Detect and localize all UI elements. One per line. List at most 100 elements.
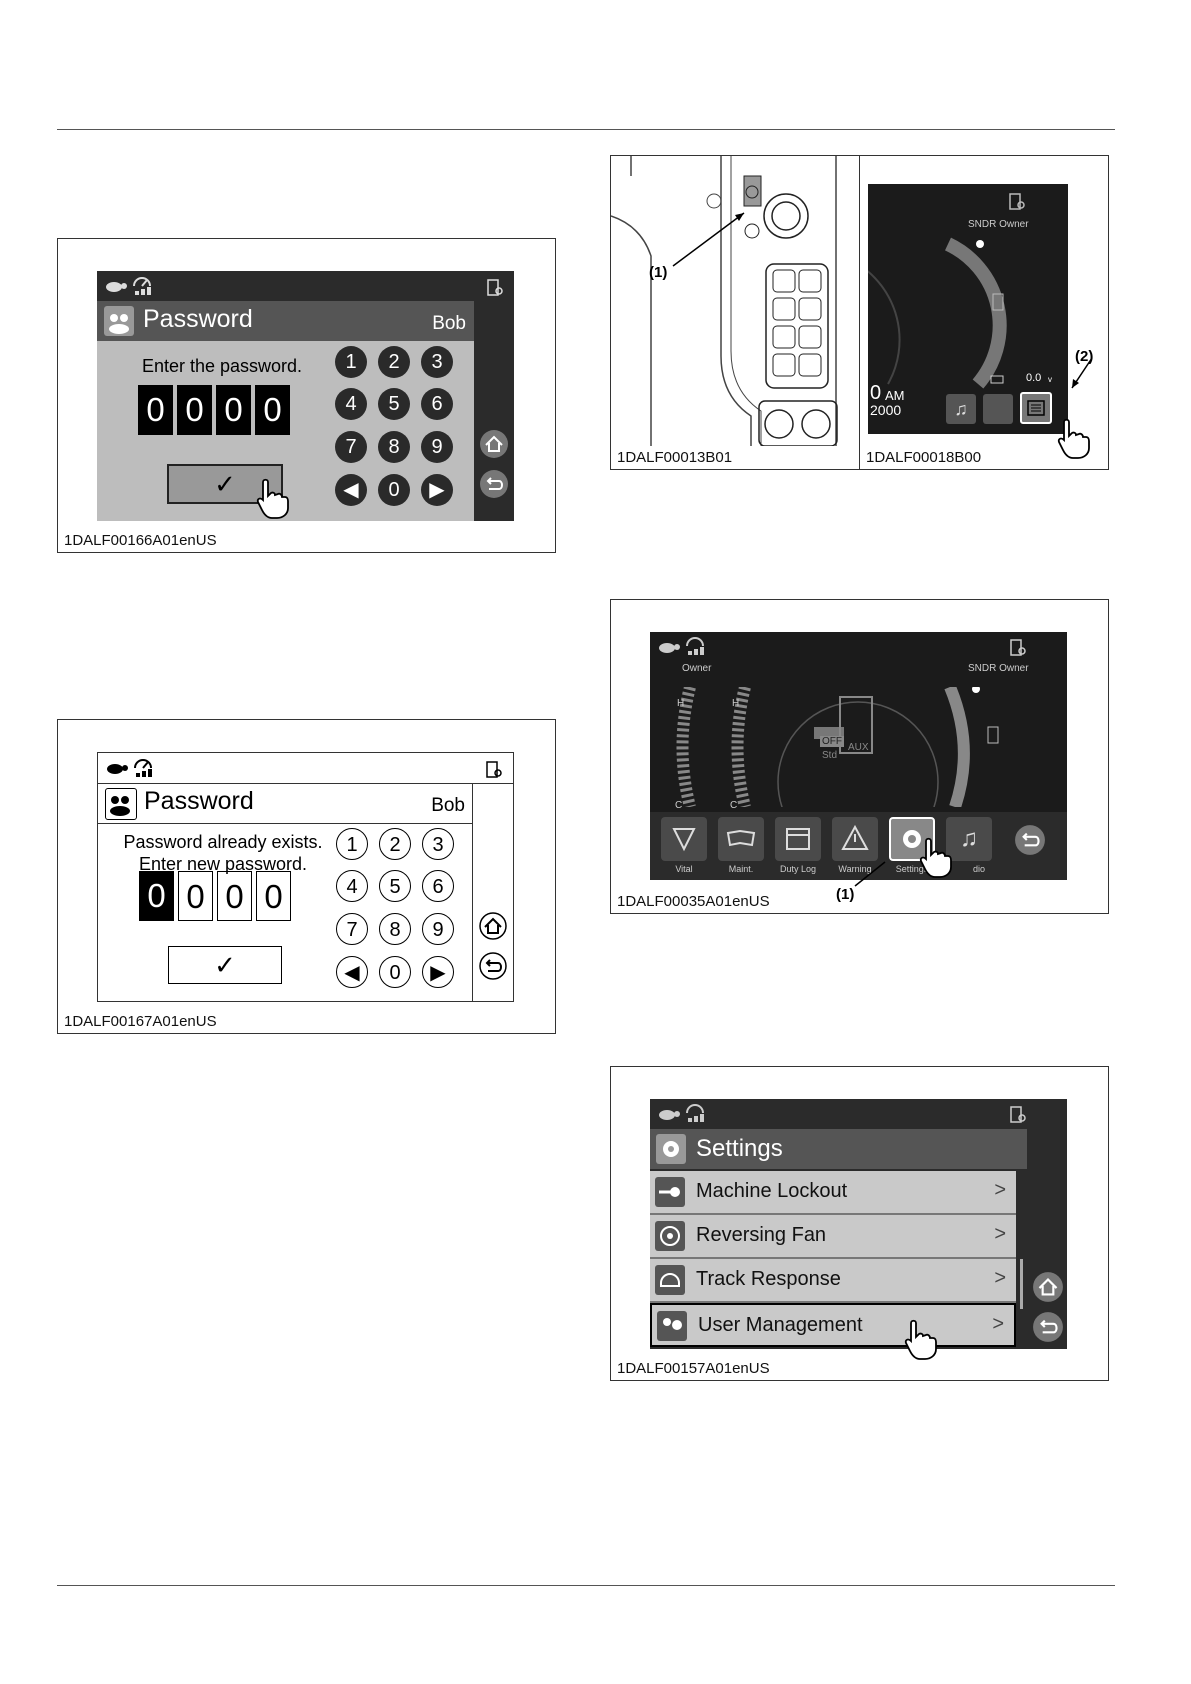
keypad-key-right[interactable]: ▶: [422, 956, 454, 988]
page-title: Settings: [696, 1135, 783, 1162]
back-icon[interactable]: [1014, 824, 1046, 856]
keypad-key-5[interactable]: 5: [379, 870, 411, 902]
music-icon: ♫: [954, 399, 968, 419]
pointing-hand-icon: [904, 1319, 937, 1360]
keypad-key-3[interactable]: 3: [421, 346, 453, 378]
callout-label: (2): [1075, 348, 1094, 365]
menu-item-label: Track Response: [696, 1268, 841, 1290]
keypad-key-4[interactable]: 4: [336, 870, 368, 902]
gauge-low-label: C: [675, 800, 683, 811]
password-digit[interactable]: 0: [178, 871, 213, 921]
page-title: Password: [143, 305, 253, 333]
password-prompt-line1: Password already exists.: [123, 832, 323, 852]
travel-speed-icon: [133, 277, 151, 295]
password-digit[interactable]: 0: [216, 385, 251, 435]
keypad-key-2[interactable]: 2: [379, 828, 411, 860]
travel-speed-icon: [134, 759, 152, 777]
keypad-key-8[interactable]: 8: [378, 431, 410, 463]
camera-button[interactable]: [983, 394, 1013, 424]
duty-log-button[interactable]: [775, 817, 821, 861]
chevron-right-icon: >: [992, 1313, 1004, 1335]
vital-button[interactable]: [661, 817, 707, 861]
menu-item-machine-lockout[interactable]: Machine Lockout >: [650, 1171, 1016, 1215]
home-icon[interactable]: [479, 429, 509, 459]
menu-list-icon: [1027, 400, 1045, 416]
password-screen: Password Bob Password already exists. En…: [97, 752, 514, 1002]
keypad-key-left[interactable]: ◀: [335, 474, 367, 506]
key-icon: [487, 279, 503, 296]
back-icon[interactable]: [1032, 1311, 1064, 1343]
keypad-key-8[interactable]: 8: [379, 913, 411, 945]
keypad-key-0[interactable]: 0: [378, 474, 410, 506]
figure-password-enter: Password Bob Enter the password. 0 0 0 0…: [57, 238, 556, 553]
home-icon[interactable]: [1032, 1271, 1064, 1303]
password-digit[interactable]: 0: [138, 385, 173, 435]
side-panel: [472, 783, 513, 1001]
keypad-key-left[interactable]: ◀: [336, 956, 368, 988]
menu-label-settings: Settings: [895, 864, 929, 874]
status-bar: [98, 753, 513, 784]
password-digit-active[interactable]: 0: [139, 871, 174, 921]
menu-label-duty-log: Duty Log: [779, 864, 817, 874]
figure-caption: 1DALF00035A01enUS: [617, 893, 770, 910]
menu-button[interactable]: [1020, 392, 1052, 424]
keypad-key-1[interactable]: 1: [335, 346, 367, 378]
users-icon: [104, 306, 134, 336]
password-digit[interactable]: 0: [177, 385, 212, 435]
turtle-icon: [107, 764, 128, 774]
keypad-key-right[interactable]: ▶: [421, 474, 453, 506]
keypad-key-6[interactable]: 6: [421, 388, 453, 420]
menu-item-label: User Management: [698, 1314, 863, 1336]
confirm-button[interactable]: ✓: [168, 946, 282, 984]
keypad-key-1[interactable]: 1: [336, 828, 368, 860]
top-rule: [57, 129, 1115, 130]
page-title: Password: [144, 787, 254, 815]
password-digit[interactable]: 0: [217, 871, 252, 921]
owner-label: Owner: [682, 663, 712, 674]
title-bar: Password Bob: [97, 301, 474, 341]
audio-button[interactable]: ♫: [946, 394, 976, 424]
keypad-key-0[interactable]: 0: [379, 956, 411, 988]
pointing-hand-icon: [919, 837, 952, 878]
menu-item-label: Reversing Fan: [696, 1224, 827, 1246]
keypad-key-9[interactable]: 9: [422, 913, 454, 945]
password-digit[interactable]: 0: [255, 385, 290, 435]
turtle-icon: [659, 1110, 680, 1120]
menu-item-track-response[interactable]: Track Response >: [650, 1259, 1016, 1303]
side-panel: [474, 301, 514, 521]
battery-icon: [990, 375, 1004, 384]
password-screen: Password Bob Enter the password. 0 0 0 0…: [97, 271, 514, 521]
title-bar: Password Bob: [98, 783, 473, 824]
menu-item-reversing-fan[interactable]: Reversing Fan >: [650, 1215, 1016, 1259]
pointing-hand-icon: [256, 478, 289, 519]
switch-panel-illustration: [611, 156, 838, 456]
menu-label-warning: Warning: [838, 864, 872, 874]
vital-icon: [672, 828, 696, 852]
password-digit[interactable]: 0: [256, 871, 291, 921]
status-bar: [97, 271, 514, 301]
warning-button[interactable]: [832, 817, 878, 861]
gauge-high-label: H: [677, 698, 685, 709]
keypad-key-3[interactable]: 3: [422, 828, 454, 860]
settings-screen: Settings Machine Lockout > Reversing Fan…: [650, 1099, 1067, 1349]
scrollbar[interactable]: [1020, 1259, 1023, 1309]
back-icon[interactable]: [479, 469, 509, 499]
keypad-key-2[interactable]: 2: [378, 346, 410, 378]
user-tag: SNDR Owner: [968, 663, 1029, 674]
maint-button[interactable]: [718, 817, 764, 861]
audio-button[interactable]: ♫: [946, 817, 992, 861]
travel-speed-icon: [686, 1104, 704, 1122]
keypad-key-7[interactable]: 7: [336, 913, 368, 945]
keypad-key-6[interactable]: 6: [422, 870, 454, 902]
keypad-key-9[interactable]: 9: [421, 431, 453, 463]
keypad-key-4[interactable]: 4: [335, 388, 367, 420]
keypad-key-5[interactable]: 5: [378, 388, 410, 420]
chevron-right-icon: >: [994, 1223, 1006, 1245]
users-icon: [105, 788, 137, 820]
callout-arrow: [854, 861, 886, 887]
home-icon[interactable]: [478, 911, 508, 941]
back-icon[interactable]: [478, 951, 508, 981]
figure-dashboard: Owner SNDR Owner H C H C OFF Std AUX ♫ V…: [610, 599, 1109, 914]
menu-item-user-management[interactable]: User Management >: [650, 1303, 1016, 1347]
keypad-key-7[interactable]: 7: [335, 431, 367, 463]
